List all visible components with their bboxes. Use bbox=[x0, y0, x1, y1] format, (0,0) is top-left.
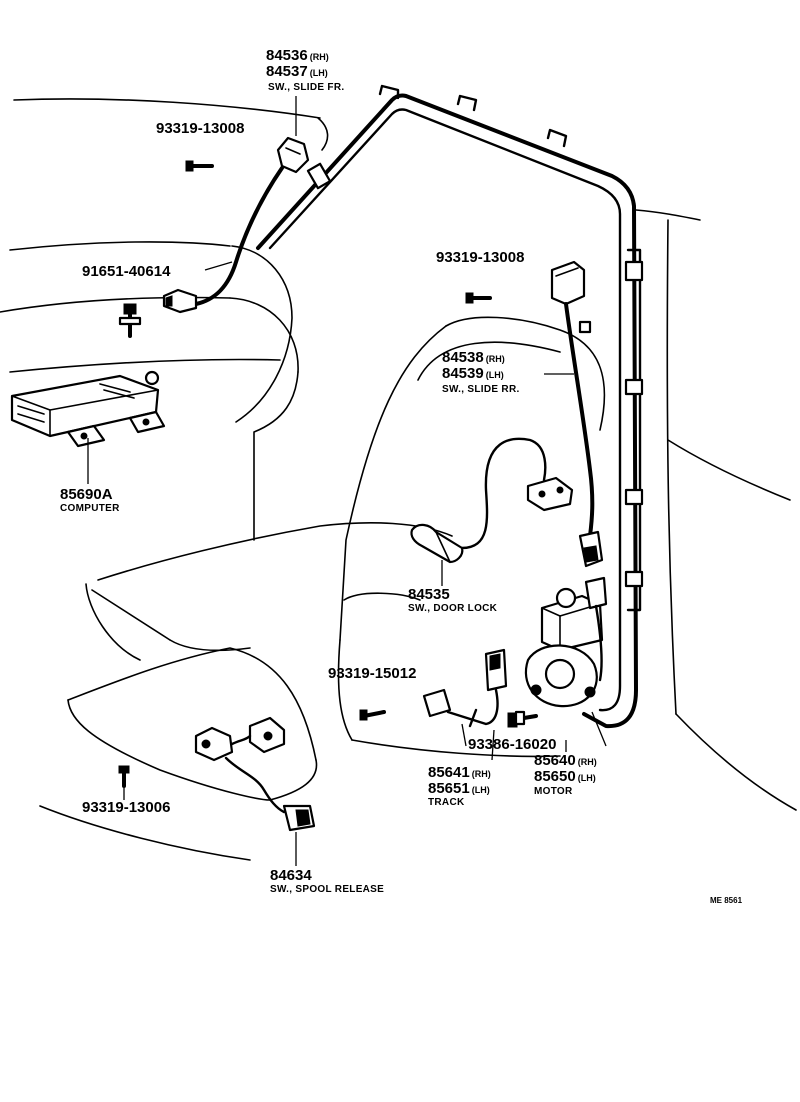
label-spool-release: 84634 SW., SPOOL RELEASE bbox=[270, 867, 384, 895]
svg-text:85651(LH): 85651(LH) bbox=[428, 780, 490, 797]
svg-text:MOTOR: MOTOR bbox=[534, 786, 573, 797]
screw-mid bbox=[359, 709, 386, 721]
seat-motor bbox=[524, 576, 608, 708]
computer-unit bbox=[10, 370, 166, 448]
slide-front-switch bbox=[162, 136, 332, 314]
seat-track bbox=[422, 648, 508, 728]
svg-text:85640(RH): 85640(RH) bbox=[534, 752, 597, 769]
svg-text:TRACK: TRACK bbox=[428, 797, 465, 808]
label-screw-top: 93319-13008 bbox=[156, 120, 244, 137]
clip bbox=[624, 378, 644, 396]
vehicle-outline bbox=[0, 84, 797, 861]
label-track: 85641(RH) 85651(LH) TRACK bbox=[428, 764, 491, 808]
svg-text:SW., SLIDE RR.: SW., SLIDE RR. bbox=[442, 384, 520, 395]
label-motor: 85640(RH) 85650(LH) MOTOR bbox=[534, 752, 597, 797]
label-slide-rear: 84538(RH) 84539(LH) SW., SLIDE RR. bbox=[442, 349, 520, 395]
svg-text:SW., SLIDE FR.: SW., SLIDE FR. bbox=[268, 82, 344, 93]
svg-text:84634: 84634 bbox=[270, 867, 312, 884]
clip bbox=[624, 260, 644, 282]
svg-text:84538(RH): 84538(RH) bbox=[442, 349, 505, 366]
label-screw-mid: 93319-15012 bbox=[328, 665, 416, 682]
label-computer: 85690A COMPUTER bbox=[60, 486, 120, 514]
clip bbox=[624, 570, 644, 588]
svg-text:85650(LH): 85650(LH) bbox=[534, 768, 596, 785]
label-door-lock: 84535 SW., DOOR LOCK bbox=[408, 586, 498, 614]
svg-text:SW., SPOOL RELEASE: SW., SPOOL RELEASE bbox=[270, 884, 384, 895]
clip bbox=[624, 488, 644, 506]
svg-text:84535: 84535 bbox=[408, 586, 450, 603]
slide-rear-switch bbox=[550, 260, 604, 568]
label-screw-bottom: 93319-13006 bbox=[82, 799, 170, 816]
svg-text:84537(LH): 84537(LH) bbox=[266, 63, 328, 80]
spool-release-switch bbox=[194, 716, 316, 832]
door-lock-switch bbox=[410, 437, 574, 564]
svg-text:84536(RH): 84536(RH) bbox=[266, 47, 329, 64]
leader-lines bbox=[87, 96, 607, 866]
screw-right bbox=[465, 292, 492, 304]
label-bolt-left: 91651-40614 bbox=[82, 263, 171, 280]
screw-top bbox=[185, 160, 214, 172]
svg-text:84539(LH): 84539(LH) bbox=[442, 365, 504, 382]
screw-bottom bbox=[118, 765, 130, 788]
label-screw-motor: 93386-16020 bbox=[468, 736, 556, 753]
svg-text:85690A: 85690A bbox=[60, 486, 113, 503]
svg-text:SW., DOOR LOCK: SW., DOOR LOCK bbox=[408, 603, 498, 614]
label-slide-front: 84536(RH) 84537(LH) SW., SLIDE FR. bbox=[266, 47, 344, 93]
svg-text:85641(RH): 85641(RH) bbox=[428, 764, 491, 781]
label-screw-right: 93319-13008 bbox=[436, 249, 524, 266]
reference-code: ME 8561 bbox=[710, 896, 743, 905]
screw-motor bbox=[507, 710, 538, 728]
svg-text:COMPUTER: COMPUTER bbox=[60, 503, 120, 514]
bolt-left bbox=[118, 303, 142, 338]
